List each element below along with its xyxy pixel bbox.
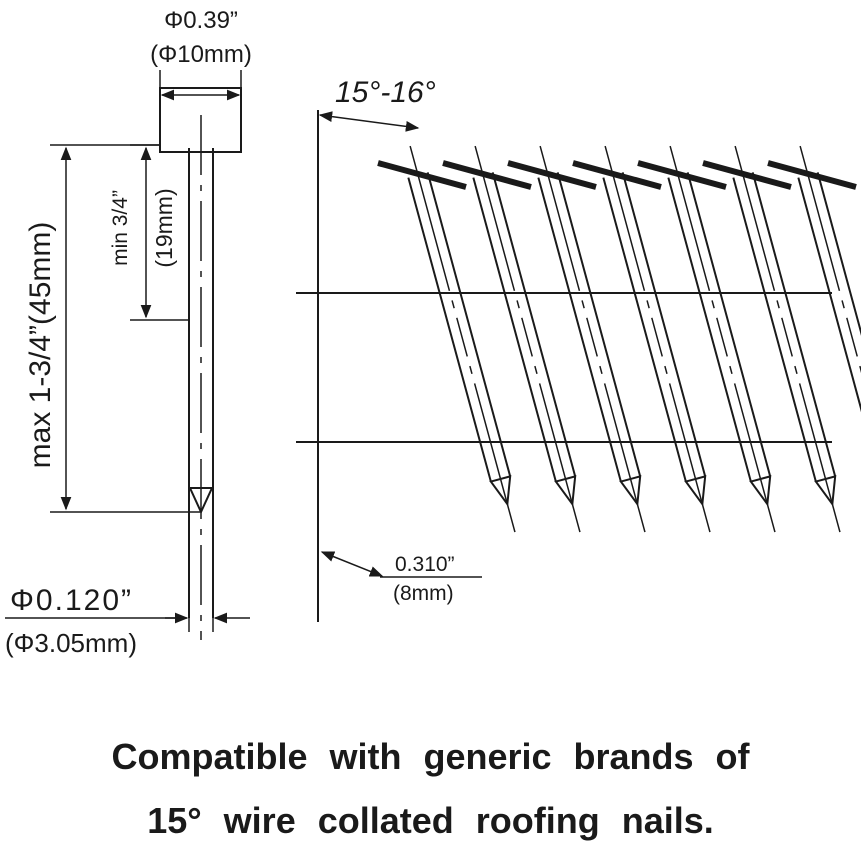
strip-nail xyxy=(507,145,646,533)
nail-point-marker xyxy=(188,487,214,515)
strip-nail-point xyxy=(554,475,577,507)
strip-nail-point xyxy=(489,475,512,507)
spacing-mm-label: (8mm) xyxy=(393,582,454,605)
strip-nail xyxy=(637,145,776,533)
strip-nail-center-line xyxy=(734,145,841,533)
head-diameter-mm-label: (Φ10mm) xyxy=(150,41,252,68)
strip-nail-shank xyxy=(556,172,642,477)
strip-nail-point xyxy=(619,475,642,507)
min-length-dimension xyxy=(130,144,189,321)
strip-nail-shank xyxy=(816,172,861,336)
head-diameter-dimension xyxy=(159,70,242,101)
strip-nail-head xyxy=(377,160,467,190)
spacing-dimension xyxy=(320,551,482,578)
strip-nail-shank xyxy=(667,177,752,482)
max-length-label: max 1-3/4”(45mm) xyxy=(24,222,57,469)
strip-nail-shank xyxy=(491,172,577,477)
spacing-in-label: 0.310” xyxy=(395,553,455,576)
strip-nail-center-line xyxy=(409,145,516,533)
strip-nail-head xyxy=(702,160,792,190)
strip-nail-point xyxy=(814,475,837,507)
shank-diameter-dimension xyxy=(5,600,250,632)
strip-nail-center-line xyxy=(474,145,581,533)
single-nail xyxy=(159,87,242,640)
strip-nail xyxy=(702,145,841,533)
strip-nail-shank xyxy=(621,172,707,477)
strip-nail-head xyxy=(442,160,532,190)
strip-nail-head xyxy=(637,160,727,190)
head-diameter-in-label: Φ0.39” xyxy=(164,7,238,34)
strip-nail xyxy=(572,145,711,533)
strip-nail-center-line xyxy=(539,145,646,533)
caption-line-1: Compatible with generic brands of xyxy=(111,736,750,777)
strip-nail-shank xyxy=(797,177,861,413)
strip-nail-shank xyxy=(602,177,687,482)
strip-nail-shank xyxy=(751,172,837,477)
shank-diameter-mm-label: (Φ3.05mm) xyxy=(5,628,137,658)
strip-nail xyxy=(377,145,516,533)
strip-nail-shank xyxy=(686,172,772,477)
strip-nail-center-line xyxy=(604,145,711,533)
strip-nail-shank xyxy=(472,177,557,482)
strip-nail-point xyxy=(749,475,772,507)
strip-nail xyxy=(767,145,861,413)
caption-line-2: 15° wire collated roofing nails. xyxy=(147,800,714,841)
min-length-in-label: min 3/4” xyxy=(109,190,132,266)
collated-strip xyxy=(296,110,861,622)
angle-dimension-arrow xyxy=(318,111,420,132)
strip-nail-head xyxy=(572,160,662,190)
strip-nail-head xyxy=(507,160,597,190)
min-length-mm-label: (19mm) xyxy=(151,188,177,267)
strip-nail-shank xyxy=(426,172,512,477)
strip-nail-center-line xyxy=(799,145,861,374)
strip-nail xyxy=(442,145,581,533)
strip-nail-center-line xyxy=(669,145,776,533)
strip-nail-shank xyxy=(407,177,492,482)
strip-nail-shank xyxy=(732,177,817,482)
strip-nail-head xyxy=(767,160,857,190)
collation-angle-label: 15°-16° xyxy=(335,76,436,109)
shank-diameter-in-label: Φ0.120” xyxy=(10,584,133,617)
strip-nail-shank xyxy=(537,177,622,482)
strip-nail-point xyxy=(684,475,707,507)
